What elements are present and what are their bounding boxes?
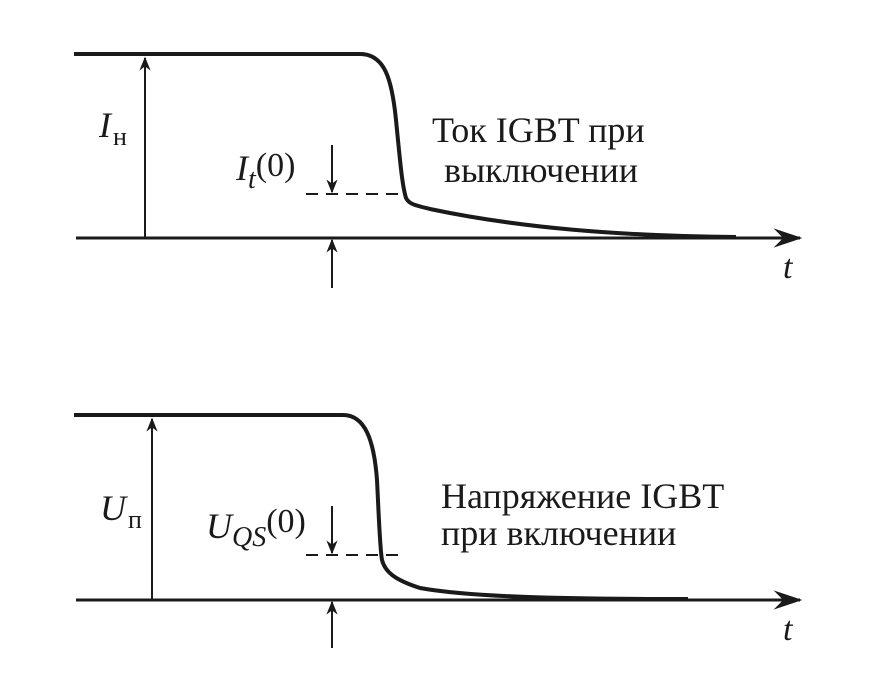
top-panel: Iн It(0) Ток IGBT при выключении t <box>74 52 803 288</box>
bottom-voltage-curve <box>74 413 689 601</box>
top-title-line2: выключении <box>444 150 638 190</box>
top-time-label: t <box>783 249 794 286</box>
top-amplitude-label: Iн <box>98 105 127 151</box>
bottom-residual-label: UQS(0) <box>206 503 306 553</box>
top-title-line1: Ток IGBT при <box>432 110 645 150</box>
bottom-amplitude-label: Uп <box>100 488 142 534</box>
top-current-curve <box>74 52 737 239</box>
bottom-panel: Uп UQS(0) Напряжение IGBT при включении … <box>74 413 803 648</box>
top-residual-label: It(0) <box>235 147 295 195</box>
bottom-time-label: t <box>783 611 794 648</box>
bottom-title-line1: Напряжение IGBT <box>441 476 724 516</box>
bottom-title-line2: при включении <box>441 513 676 553</box>
